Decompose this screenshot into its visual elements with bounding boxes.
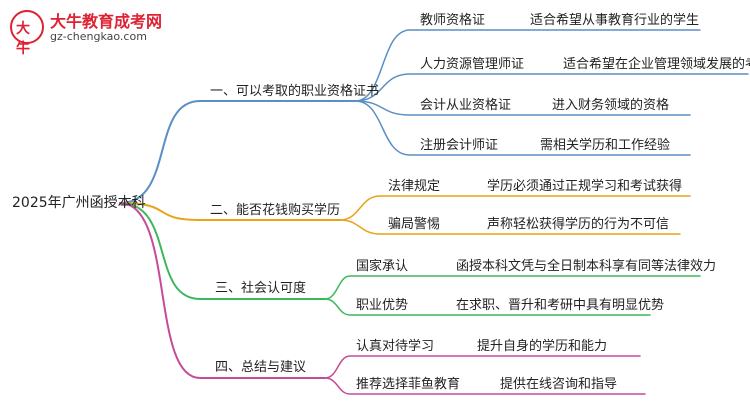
branch-1-item-1-label: 教师资格证: [420, 13, 486, 28]
branch-4-item-1-connector: [324, 355, 641, 379]
branch-3-label: 三、社会认可度: [215, 281, 307, 296]
branch-3-item-2-desc: 在求职、晋升和考研中具有明显优势: [456, 298, 665, 313]
branch-1-item-2-label: 人力资源管理师证: [420, 57, 525, 72]
branch-2-label: 二、能否花钱购买学历: [210, 203, 341, 218]
branch-1-item-3-connector: [354, 100, 691, 116]
branch-1-item-4-desc: 需相关学历和工作经验: [540, 138, 671, 153]
branch-1-item-2-desc: 适合希望在企业管理领域发展的考生: [563, 57, 750, 72]
branch-1-item-1-connector: [354, 29, 701, 102]
branch-4-item-2-connector: [324, 377, 646, 395]
branch-3-item-2-label: 职业优势: [356, 298, 409, 313]
branch-3-item-1-connector: [324, 275, 701, 300]
root-node: 2025年广州函授本科: [12, 195, 146, 211]
branch-3-item-2-connector: [324, 298, 651, 316]
logo-title: 大牛教育成考网: [50, 12, 163, 31]
logo: 大牛 大牛教育成考网 gz-chengkao.com: [10, 8, 200, 57]
logo-mark-icon: 大牛: [10, 10, 44, 57]
branch-1-item-4-label: 注册会计师证: [420, 138, 499, 153]
branch-4-item-2-desc: 提供在线咨询和指导: [500, 377, 618, 392]
branch-2-connector: [119, 202, 341, 221]
branch-1-connector: [119, 100, 356, 204]
branch-2-item-1-label: 法律规定: [388, 179, 441, 194]
branch-2-item-2-connector: [339, 219, 681, 235]
branch-2-item-2-label: 骗局警惕: [388, 217, 441, 232]
branch-4-item-1-label: 认真对待学习: [356, 339, 435, 354]
branch-3-item-1-desc: 函授本科文凭与全日制本科享有同等法律效力: [456, 259, 717, 274]
branch-1-item-3-label: 会计从业资格证: [420, 98, 512, 113]
branch-1-item-4-connector: [354, 100, 691, 156]
branch-1-item-1-desc: 适合希望从事教育行业的学生: [530, 13, 700, 28]
branch-3-item-1-label: 国家承认: [356, 259, 409, 274]
branch-1-item-3-desc: 进入财务领域的资格: [552, 98, 670, 113]
branch-4-label: 四、总结与建议: [215, 360, 307, 375]
branch-2-item-1-connector: [339, 195, 691, 221]
logo-mark-text: 大牛: [16, 21, 30, 57]
branch-1-label: 一、可以考取的职业资格证书: [210, 84, 380, 99]
branch-4-connector: [119, 202, 326, 379]
branch-3-connector: [119, 202, 326, 300]
branch-1-item-2-connector: [354, 73, 749, 102]
branch-4-item-1-desc: 提升自身的学历和能力: [477, 339, 608, 354]
branch-2-item-1-desc: 学历必须通过正规学习和考试获得: [487, 179, 683, 194]
branch-4-item-2-label: 推荐选择菲鱼教育: [356, 377, 461, 392]
branch-2-item-2-desc: 声称轻松获得学历的行为不可信: [487, 217, 670, 232]
logo-url: gz-chengkao.com: [50, 30, 147, 43]
